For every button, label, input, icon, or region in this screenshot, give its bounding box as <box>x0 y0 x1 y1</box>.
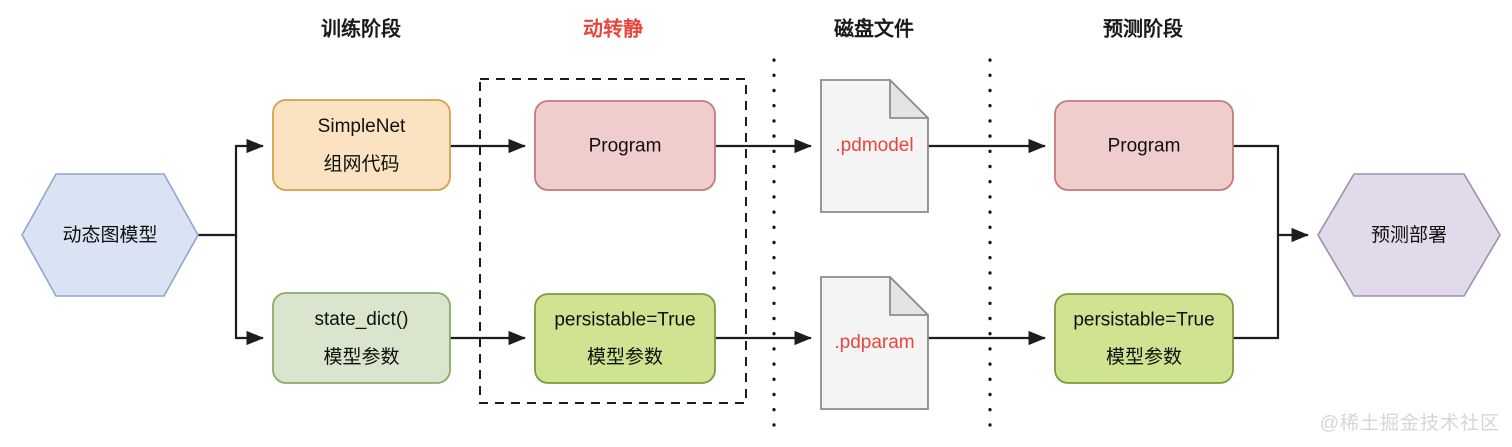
process-node-simplenet[interactable]: SimpleNet 组网代码 <box>272 99 451 191</box>
phase-label-disk: 磁盘文件 <box>834 16 914 40</box>
process-label-primary: state_dict() <box>315 309 409 330</box>
hexagon-label: 预测部署 <box>1371 224 1447 246</box>
hexagon-node-dygraph-model[interactable]: 动态图模型 <box>21 173 199 297</box>
process-label-primary: SimpleNet <box>318 116 406 137</box>
process-label-primary: Program <box>1108 136 1181 157</box>
nodes-layer: 动态图模型 预测部署 SimpleNet 组网代码 Program Program stat… <box>21 79 1501 410</box>
edge-program2-to-deploy <box>1233 144 1309 243</box>
file-fold-icon <box>889 276 929 316</box>
hexagon-label: 动态图模型 <box>62 224 157 246</box>
process-node-state-dict[interactable]: state_dict() 模型参数 <box>272 292 451 384</box>
phase-label-layer: 训练阶段 动转静 磁盘文件 预测阶段 <box>321 16 1183 40</box>
watermark: @稀土掘金技术社区 <box>1320 412 1500 434</box>
edge-model-to-statedict <box>234 235 264 346</box>
process-box-shape <box>272 99 451 191</box>
process-node-persistable-infer[interactable]: persistable=True 模型参数 <box>1054 293 1234 384</box>
file-node-pdparam-file[interactable]: .pdparam <box>820 276 929 410</box>
edge-persistable2-to-deploy <box>1233 235 1280 340</box>
process-node-persistable-dy2st[interactable]: persistable=True 模型参数 <box>534 293 716 384</box>
process-box-shape <box>1054 100 1234 191</box>
process-node-program-dy2st[interactable]: Program <box>534 100 716 191</box>
watermark-layer: @稀土掘金技术社区 <box>1320 412 1500 434</box>
process-box-shape <box>534 293 716 384</box>
edges-layer <box>198 138 1309 346</box>
file-label: .pdparam <box>834 332 914 353</box>
phase-label-dy2st: 动转静 <box>583 16 643 40</box>
process-label-secondary: 组网代码 <box>323 153 399 175</box>
phase-label-train: 训练阶段 <box>321 16 401 40</box>
file-fold-icon <box>889 79 929 119</box>
file-label: .pdmodel <box>835 135 913 156</box>
process-label-primary: Program <box>589 136 662 157</box>
hexagon-node-inference-deploy[interactable]: 预测部署 <box>1317 173 1501 297</box>
process-label-primary: persistable=True <box>1073 310 1214 331</box>
dy2st-group <box>479 78 747 404</box>
process-label-primary: persistable=True <box>554 310 695 331</box>
edge-model-to-simplenet <box>198 138 264 237</box>
process-node-program-infer[interactable]: Program <box>1054 100 1234 191</box>
hexagon-shape <box>1317 173 1501 297</box>
process-box-shape <box>534 100 716 191</box>
process-label-secondary: 模型参数 <box>587 346 663 368</box>
file-node-pdmodel-file[interactable]: .pdmodel <box>820 79 929 213</box>
hexagon-shape <box>21 173 199 297</box>
group-box-layer <box>479 78 747 404</box>
process-box-shape <box>272 292 451 384</box>
process-label-secondary: 模型参数 <box>323 346 399 368</box>
phase-label-infer: 预测阶段 <box>1103 16 1183 40</box>
process-label-secondary: 模型参数 <box>1106 346 1182 368</box>
process-box-shape <box>1054 293 1234 384</box>
